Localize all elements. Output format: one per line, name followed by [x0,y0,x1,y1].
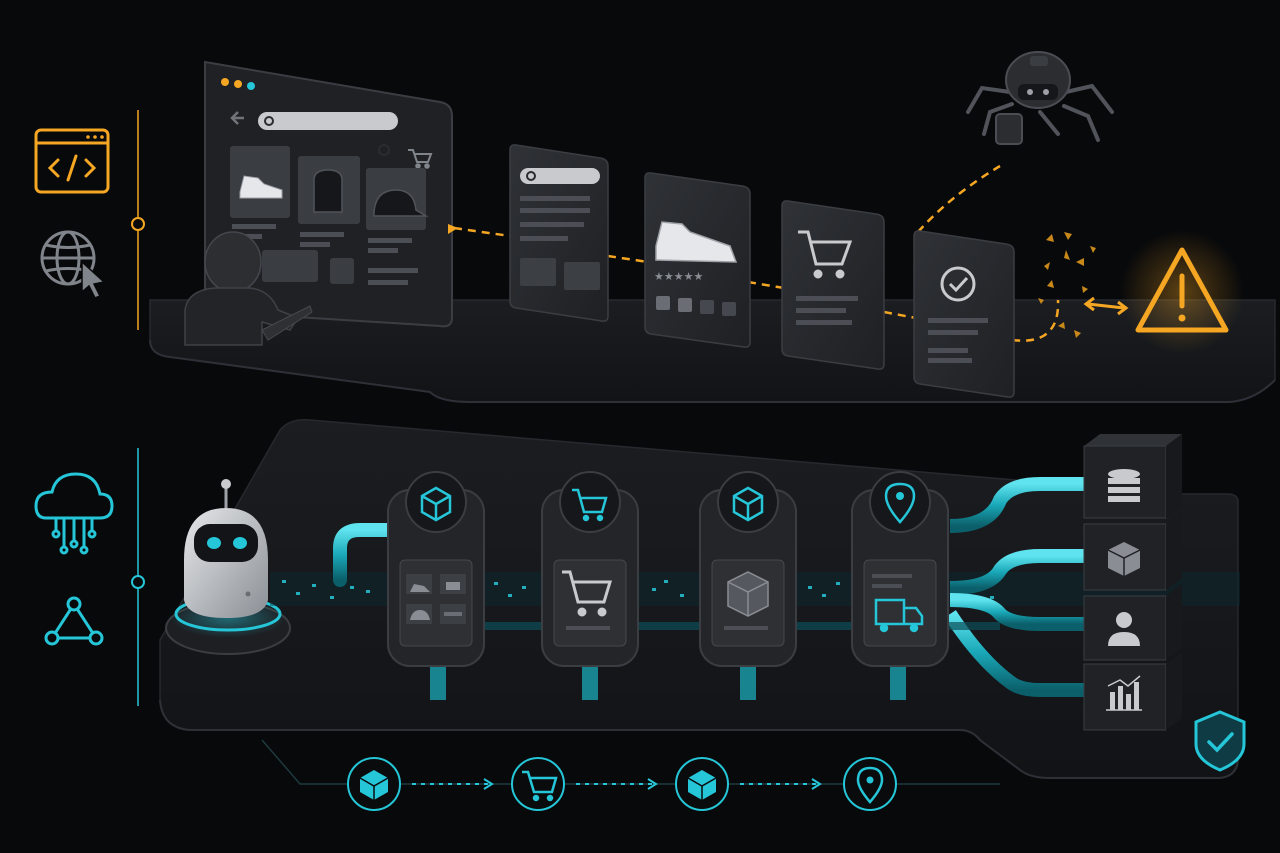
product-tile-backpack[interactable] [298,156,360,247]
cube-icon [1107,542,1141,576]
box-icon [359,770,389,800]
back-arrow-icon [230,111,244,125]
robot-agent-icon [165,479,291,655]
flow-guide [261,739,1000,785]
cart-icon [572,488,608,522]
user-journey-path [453,226,1060,342]
output-pipe-3 [949,593,1086,631]
output-cube [1083,512,1182,591]
top-panel: ★★★★★ [34,51,1276,403]
star-rating: ★★★★★ [654,270,703,283]
flow-arrow-3 [740,778,822,790]
cap-icon [373,189,429,217]
bottom-platform-edge [159,699,1239,779]
cart-icon [798,230,853,279]
pipeline-stage-2 [541,471,639,700]
flow-step-1 [347,757,401,811]
backpack-icon [313,169,343,213]
cart-icon [522,770,558,802]
search-bar[interactable] [258,112,398,156]
output-stack [1083,434,1182,731]
search-icon [264,116,274,126]
globe-cursor-icon [40,230,106,299]
journey-card-confirmation [913,230,1015,398]
button-placeholder-small[interactable] [330,258,354,284]
path-arrow [448,224,458,234]
pipeline-stage-4 [851,471,949,700]
bar-chart-icon [1106,675,1142,711]
box-icon [732,486,764,522]
flow-step-3 [675,757,729,811]
search-field [520,168,600,184]
flow-step-4 [843,757,897,811]
package-icon [727,571,769,617]
output-pipe-1 [949,477,1086,533]
output-pipe-2 [949,549,1086,595]
graph-nodes-icon [44,596,104,646]
sneaker-icon [239,175,283,199]
flow-arrow-1 [412,778,494,790]
traffic-light-2 [234,80,242,88]
pipeline-stage-3 [699,471,797,700]
product-tile-cap[interactable] [366,168,429,253]
cloud-network-icon [34,472,114,555]
flow-arrow-2 [576,778,658,790]
traffic-light-1 [221,78,229,86]
location-pin-icon [856,766,884,804]
input-pipe [333,523,407,587]
traffic-light-3 [247,82,255,90]
journey-card-cart [781,200,885,370]
code-window-icon [34,128,110,194]
user-icon [1108,612,1140,646]
box-icon [420,486,452,522]
box-icon [687,770,717,800]
top-timeline-node [131,217,145,231]
shield-check-icon [1194,710,1246,772]
bottom-timeline-node [131,575,145,589]
spider-bot-icon [966,51,1114,145]
product-grid-icon [406,574,466,624]
search-icon [378,144,390,156]
delivery-truck-icon [874,598,924,633]
sneaker-icon [655,221,738,263]
search-icon [526,171,536,181]
journey-card-search [509,144,609,322]
warning-triangle-icon [1120,230,1244,354]
svg-text:★★★★★: ★★★★★ [654,270,703,283]
check-circle-icon [940,266,976,302]
database-icon [1108,469,1140,502]
flow-step-2 [511,757,565,811]
location-pin-icon [884,482,916,524]
shatter-icon [1038,232,1096,338]
output-pipe-4 [944,610,1086,697]
crawler-path [917,164,1001,233]
output-database [1083,434,1182,519]
output-user [1083,584,1182,661]
bottom-panel [34,418,1246,811]
button-placeholder[interactable] [262,250,318,282]
top-platform-edge [149,339,1276,403]
pipeline-stage-1 [387,471,485,700]
person-at-laptop-icon [184,231,313,346]
cart-icon [562,570,613,617]
journey-card-product: ★★★★★ [644,172,751,348]
output-chart [1083,652,1182,731]
browser-window [204,60,453,328]
cart-icon[interactable] [408,149,433,169]
